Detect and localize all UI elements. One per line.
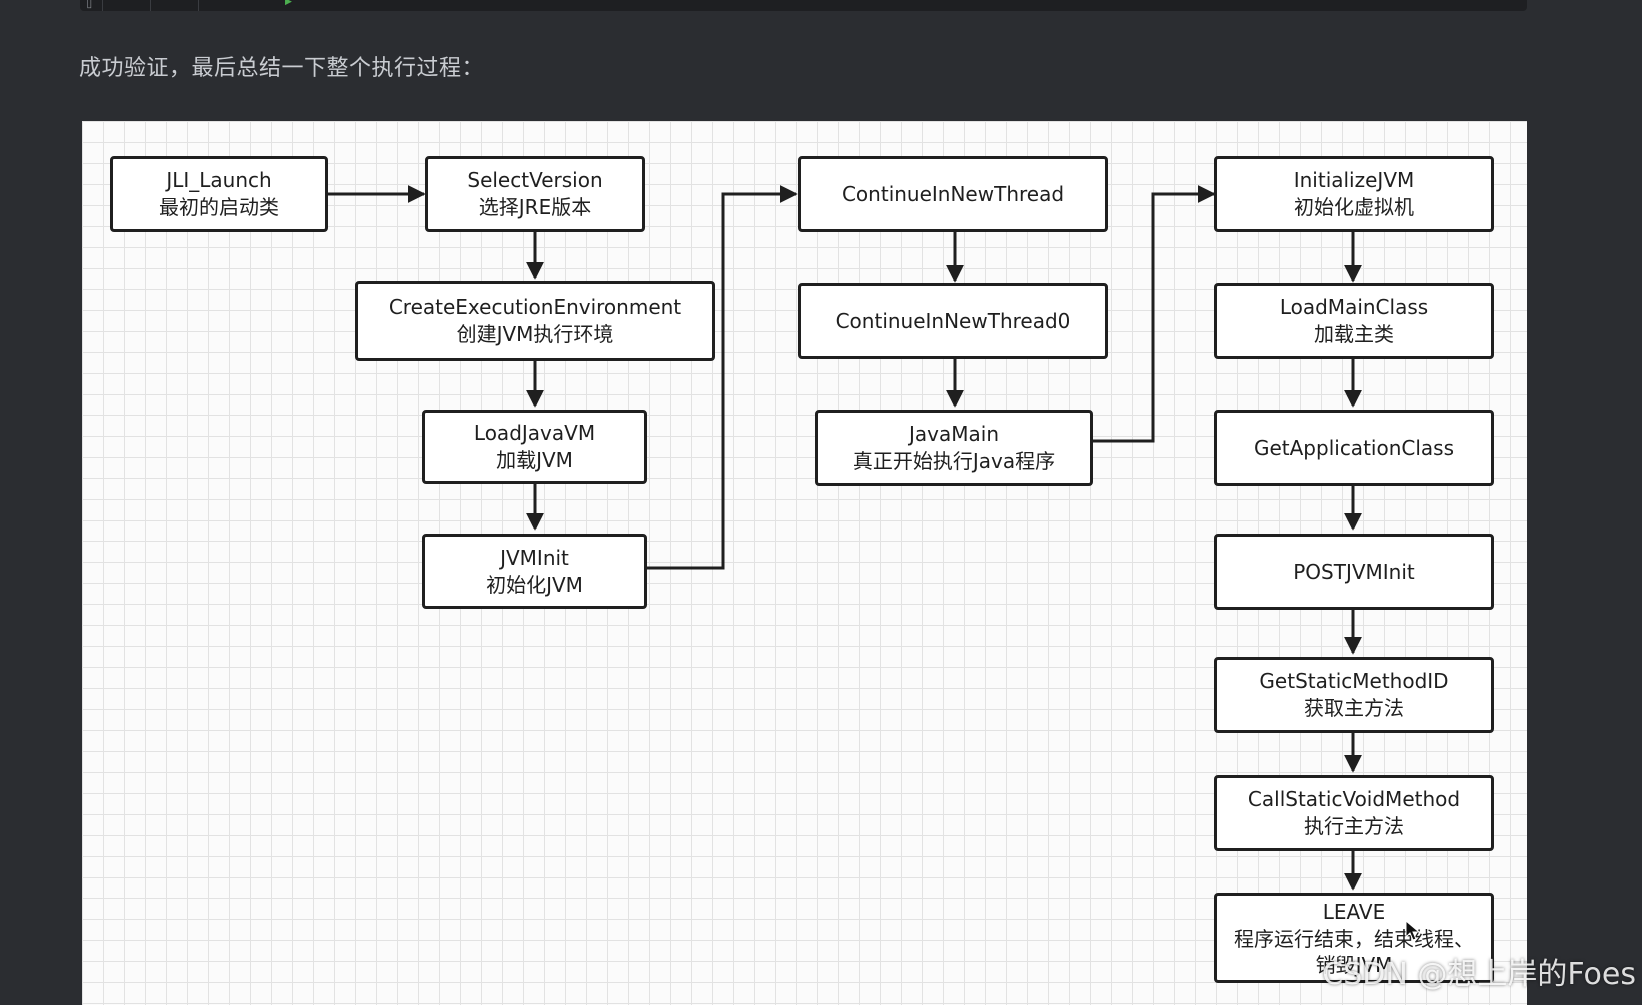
node-get-application-class: GetApplicationClass: [1214, 410, 1494, 486]
node-title: CallStaticVoidMethod: [1247, 787, 1461, 811]
flowchart-connectors: [327, 185, 1362, 891]
node-load-java-vm: LoadJavaVM 加载JVM: [422, 410, 647, 484]
node-create-execution-environment: CreateExecutionEnvironment 创建JVM执行环境: [355, 281, 715, 361]
node-title: LoadMainClass: [1279, 295, 1429, 319]
node-title: InitializeJVM: [1293, 168, 1415, 192]
gutter-divider: [102, 0, 103, 11]
node-title: SelectVersion: [467, 168, 603, 192]
node-subtitle: 最初的启动类: [159, 195, 279, 219]
gutter-divider: [198, 0, 199, 11]
node-subtitle: 选择JRE版本: [478, 195, 592, 219]
node-title: LoadJavaVM: [473, 421, 596, 445]
node-title: ContinueInNewThread0: [835, 308, 1071, 333]
gutter-divider: [150, 0, 151, 11]
node-title: GetApplicationClass: [1253, 435, 1454, 460]
node-initialize-jvm: InitializeJVM 初始化虚拟机: [1214, 156, 1494, 232]
node-subtitle: 执行主方法: [1304, 814, 1404, 838]
node-select-version: SelectVersion 选择JRE版本: [425, 156, 645, 232]
node-title: CreateExecutionEnvironment: [388, 295, 682, 319]
mouse-cursor-icon: [1405, 920, 1421, 941]
intro-text: 成功验证，最后总结一下整个执行过程：: [79, 56, 485, 81]
run-icon[interactable]: ▶: [285, 0, 292, 7]
node-subtitle: 创建JVM执行环境: [456, 322, 614, 346]
node-subtitle: 初始化JVM: [486, 572, 583, 597]
node-continue-in-new-thread0: ContinueInNewThread0: [798, 283, 1108, 359]
node-post-jvm-init: POSTJVMInit: [1214, 534, 1494, 610]
code-block-edge: ⌷ ▶: [80, 0, 1527, 11]
node-subtitle: 获取主方法: [1304, 696, 1404, 720]
node-java-main: JavaMain 真正开始执行Java程序: [815, 410, 1093, 486]
node-get-static-method-id: GetStaticMethodID 获取主方法: [1214, 657, 1494, 733]
node-subtitle: 真正开始执行Java程序: [852, 449, 1056, 473]
line-gutter-glyph: ⌷: [86, 0, 93, 10]
node-leave: LEAVE 程序运行结束，结束线程、销毁JVM: [1214, 893, 1494, 983]
node-title: POSTJVMInit: [1293, 559, 1415, 584]
watermark: CSDN @想上岸的Foes: [1322, 957, 1636, 992]
node-title: JVMInit: [500, 545, 569, 570]
node-title: LEAVE: [1322, 899, 1386, 924]
node-subtitle: 程序运行结束，结束线程、销毁JVM: [1234, 926, 1474, 977]
flowchart-canvas: JLI_Launch 最初的启动类 SelectVersion 选择JRE版本 …: [82, 121, 1527, 1005]
node-continue-in-new-thread: ContinueInNewThread: [798, 156, 1108, 232]
node-title: GetStaticMethodID: [1259, 669, 1449, 693]
node-jvm-init: JVMInit 初始化JVM: [422, 534, 647, 609]
node-call-static-void-method: CallStaticVoidMethod 执行主方法: [1214, 775, 1494, 851]
node-jli-launch: JLI_Launch 最初的启动类: [110, 156, 328, 232]
node-title: JavaMain: [909, 422, 999, 446]
node-title: JLI_Launch: [166, 168, 272, 192]
node-subtitle: 初始化虚拟机: [1294, 195, 1414, 219]
node-subtitle: 加载主类: [1314, 322, 1394, 346]
edge-jvm-init-to-continue-in-new-thread: [646, 185, 798, 570]
node-subtitle: 加载JVM: [496, 448, 573, 472]
edge-java-main-to-initialize-jvm: [1093, 185, 1216, 443]
node-load-main-class: LoadMainClass 加载主类: [1214, 283, 1494, 359]
node-title: ContinueInNewThread: [841, 181, 1065, 206]
